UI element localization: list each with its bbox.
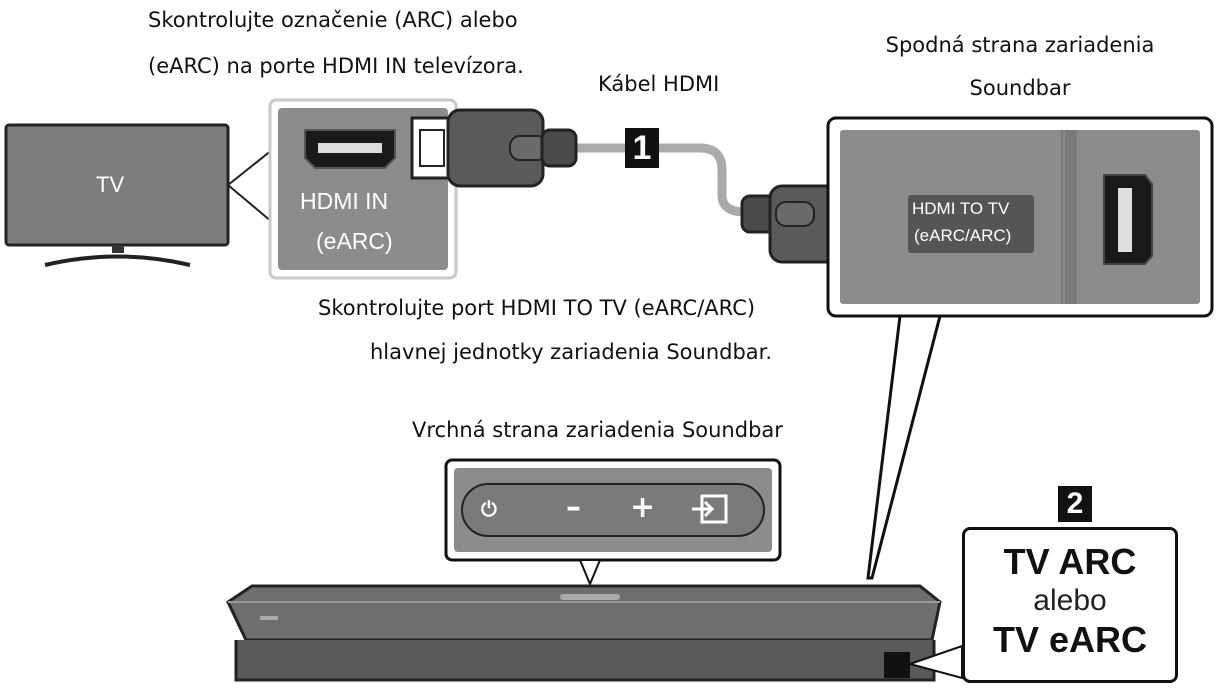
mode-box: TV ARC alebo TV eARC	[962, 527, 1178, 683]
bottom-panel-ridge	[1065, 130, 1077, 304]
tv-stand	[44, 254, 191, 267]
check-tv-label-line1: Skontrolujte označenie (ARC) alebo	[148, 8, 518, 32]
tv-screen-label: TV	[96, 172, 125, 197]
volume-down-icon: –	[566, 490, 581, 525]
hdmi-plug-tv-end	[410, 108, 578, 188]
soundbar-display	[884, 652, 910, 678]
hdmi-in-socket-pins	[318, 143, 382, 153]
hdmi-to-tv-socket-pins	[1118, 188, 1132, 252]
power-icon: ⏻	[481, 497, 497, 521]
mode-or: alebo	[1033, 584, 1107, 617]
volume-up-icon: +	[630, 490, 656, 525]
soundbar-port-label-plate	[908, 195, 1034, 253]
tv-neck	[112, 245, 124, 253]
bottom-side-label-line1: Spodná strana zariadenia	[885, 33, 1155, 57]
hdmi-to-tv-label-line1: HDMI TO TV	[912, 199, 1010, 218]
bottom-side-label-line2: Soundbar	[969, 76, 1071, 100]
mode-tv-earc: TV eARC	[992, 619, 1148, 660]
hdmi-cable	[570, 143, 773, 217]
check-port-label-line2: hlavnej jednotky zariadenia Soundbar.	[370, 340, 773, 364]
bottom-callout-pointer	[866, 314, 942, 580]
button-strip	[461, 483, 765, 537]
hdmi-in-label-line1: HDMI IN	[300, 188, 389, 214]
cable-label: Kábel HDMI	[598, 72, 720, 96]
tv-callout-pointer	[226, 147, 273, 225]
top-side-label: Vrchná strana zariadenia Soundbar	[412, 418, 783, 442]
mode-tv-arc: TV ARC	[1003, 541, 1137, 582]
check-tv-label-line2: (eARC) na porte HDMI IN televízora.	[148, 54, 524, 78]
step-1-badge: 1	[625, 128, 659, 168]
check-port-label-line1: Skontrolujte port HDMI TO TV (eARC/ARC)	[318, 296, 756, 320]
soundbar-illustration	[226, 584, 942, 682]
soundbar-logo-mark	[260, 616, 278, 620]
hdmi-to-tv-label-line2: (eARC/ARC)	[914, 226, 1012, 245]
step-2-badge: 2	[1058, 486, 1092, 522]
soundbar-front	[234, 640, 936, 682]
soundbar-top-buttons	[560, 594, 620, 600]
source-icon	[692, 494, 728, 524]
hdmi-in-label-line2: (eARC)	[316, 228, 393, 254]
top-callout-pointer	[578, 559, 602, 587]
